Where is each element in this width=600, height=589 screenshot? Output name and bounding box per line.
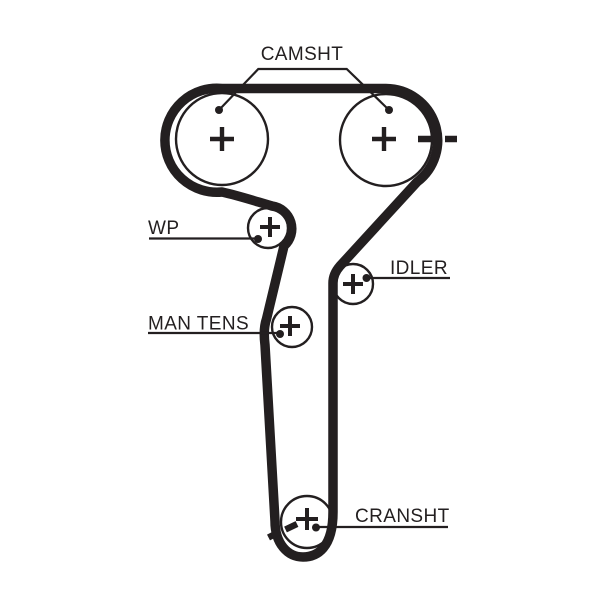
crankshaft-timing-mark-dashes bbox=[267, 521, 299, 541]
manual-tensioner-pulley bbox=[270, 305, 314, 349]
manual-tensioner-center-cross bbox=[280, 316, 300, 336]
camshaft-left-leader-dot bbox=[215, 106, 223, 114]
crankshaft-label: CRANSHT bbox=[355, 506, 450, 527]
crankshaft-center-cross bbox=[296, 508, 318, 530]
water-pump-leader-dot bbox=[254, 235, 262, 243]
idler-leader-dot bbox=[362, 274, 371, 282]
camshaft-leader-line bbox=[218, 67, 390, 111]
water-pump-label: WP bbox=[148, 218, 179, 239]
crankshaft-leader-dot bbox=[312, 523, 320, 532]
water-pump-center-cross bbox=[260, 217, 280, 237]
camshaft-right-leader-dot bbox=[385, 106, 393, 114]
manual-tensioner-label: MAN TENS bbox=[148, 314, 249, 335]
camshaft-right-center-cross bbox=[372, 127, 396, 151]
camshaft-left-center-cross bbox=[210, 127, 234, 151]
idler-center-cross bbox=[343, 274, 363, 294]
manual-tensioner-leader-dot bbox=[276, 330, 284, 338]
idler-label: IDLER bbox=[390, 258, 448, 279]
camshaft-label: CAMSHT bbox=[261, 44, 344, 65]
